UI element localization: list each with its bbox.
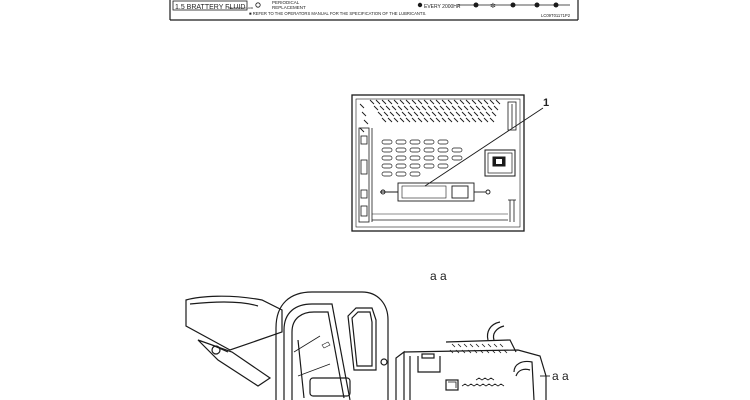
fan-symbol-icon: ✲: [490, 2, 496, 10]
exhaust-pipe: [486, 321, 501, 341]
lube-point-icon: [534, 2, 540, 8]
engine-hood: [445, 339, 517, 353]
switch-box: [484, 149, 516, 177]
decal-note: ■ REFER TO THE OPERATORS MANUAL FOR THE …: [249, 11, 426, 16]
decal-periodical: PERIODICAL: [272, 0, 300, 5]
lube-point-icon: [510, 2, 516, 8]
right-hinge-strip: [507, 101, 517, 222]
view-marker-right: a a: [552, 369, 569, 383]
counterweight-plate: [445, 379, 459, 391]
cab-side-window: [347, 307, 377, 371]
view-marker-right-group: a a: [540, 369, 569, 383]
left-hinge-strip: [358, 127, 373, 223]
lube-point-icon: [553, 2, 559, 8]
vent-hole-pattern: [381, 139, 463, 177]
cab-step: [309, 377, 351, 397]
lube-point-icon: [473, 2, 479, 8]
interval-dot-icon: [417, 2, 423, 8]
panel-detail-view: [351, 94, 525, 232]
decal-row-left: 1.5 BRATTERY FLUID: [175, 4, 245, 11]
excavator-side-view: [185, 291, 547, 400]
decal-row-left-small: BRATTERY FLUID: [228, 6, 254, 10]
lubrication-decal-strip: 1.5 BRATTERY FLUID BRATTERY FLUID PERIOD…: [169, 0, 579, 21]
operator-cab: [275, 291, 389, 400]
boom-cylinder: [197, 339, 272, 387]
rear-light: [513, 360, 535, 400]
top-louver-grille: [359, 99, 501, 133]
decal-replacement: REPLACEMENT: [272, 5, 306, 10]
callout-number-1: 1: [543, 97, 549, 109]
replacement-symbol-icon: [255, 2, 261, 8]
decal-location: [380, 182, 491, 202]
callout-item-1: 1: [424, 97, 549, 187]
decal-part-number: LC09T01171P2: [541, 13, 571, 18]
decal-every: EVERY 2000HR: [424, 4, 461, 10]
view-marker-top: a a: [430, 269, 447, 283]
upper-structure: [395, 321, 547, 400]
